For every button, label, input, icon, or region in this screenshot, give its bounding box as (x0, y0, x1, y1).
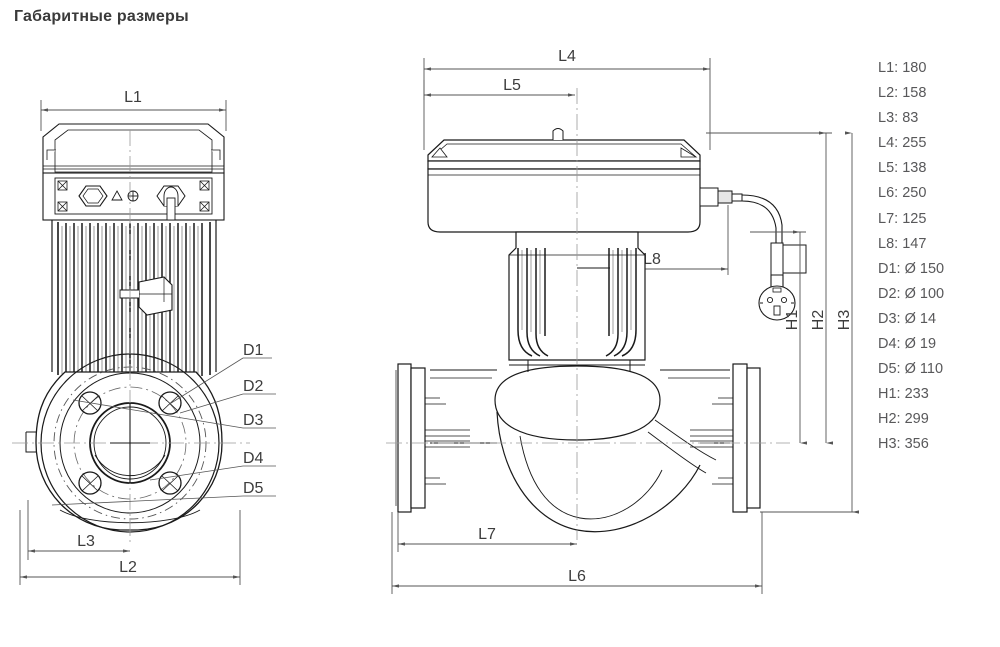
spec-value: 180 (902, 60, 927, 76)
dimension-L3 (27, 500, 130, 560)
spec-value: 83 (902, 110, 919, 127)
spec-row: L2: 158 (878, 81, 998, 106)
page-title: Габаритные размеры (14, 8, 189, 25)
flange-right (690, 363, 761, 513)
spec-row: D3: Ø 14 (878, 307, 998, 332)
specifications-list: L1: 180 L2: 158 L3: 83 L4: 255 L5: 138 L… (878, 56, 998, 458)
callout-label-D1: D1 (243, 342, 264, 359)
right-view-group: L4 L5 (386, 48, 860, 594)
dimension-label-H2: H2 (810, 310, 827, 331)
motor-cooling-fins (51, 220, 217, 383)
dimension-L1 (40, 100, 227, 131)
left-view-group: L1 (12, 89, 276, 585)
callout-label-D2: D2 (243, 378, 264, 395)
spec-value: 250 (902, 185, 927, 202)
spec-value: 299 (904, 411, 929, 428)
cable-gland-side (699, 187, 743, 207)
spec-row: L3: 83 (878, 106, 998, 131)
spec-key: L4: (878, 135, 899, 152)
callout-label-D5: D5 (243, 480, 264, 497)
centerlines-right (386, 88, 790, 540)
dimension-label-H3: H3 (836, 310, 853, 331)
spec-row: L8: 147 (878, 232, 998, 257)
spec-key: H3: (878, 436, 901, 453)
dimension-L2 (19, 510, 241, 585)
dimension-label-L2: L2 (119, 559, 137, 576)
spec-row: H1: 233 (878, 382, 998, 407)
spec-row: D5: Ø 110 (878, 357, 998, 382)
spec-key: H1: (878, 386, 901, 403)
spec-value: 255 (902, 135, 927, 152)
spec-value: 356 (904, 436, 929, 453)
junction-block (119, 276, 173, 316)
spec-value: Ø 14 (904, 310, 937, 327)
spec-key: L2: (878, 85, 899, 102)
spec-value: Ø 110 (904, 361, 944, 378)
spec-value: 125 (902, 210, 927, 227)
dimension-L4 (423, 58, 711, 150)
dimension-H3 (760, 131, 860, 514)
hex-nut-icon (78, 185, 108, 207)
power-cable (741, 194, 783, 245)
dimension-L6 (391, 512, 763, 594)
dimension-label-L4: L4 (558, 48, 576, 65)
cable-ferrite-block (770, 242, 807, 276)
spec-key: L6: (878, 185, 899, 202)
spec-row: D2: Ø 100 (878, 282, 998, 307)
spec-key: L3: (878, 110, 899, 127)
spec-value: 233 (904, 386, 929, 403)
spec-row: L6: 250 (878, 181, 998, 206)
flange-left (395, 363, 470, 513)
spec-value: Ø 19 (904, 336, 937, 353)
dimension-label-L7: L7 (478, 526, 496, 543)
dimension-label-L6: L6 (568, 568, 586, 585)
spec-value: Ø 150 (904, 260, 945, 277)
spec-row: H3: 356 (878, 432, 998, 457)
spec-row: D1: Ø 150 (878, 257, 998, 282)
spec-key: H2: (878, 411, 901, 428)
spec-value: 158 (902, 85, 927, 102)
spec-value: 147 (902, 235, 927, 252)
spec-row: L7: 125 (878, 207, 998, 232)
spec-key: L1: (878, 60, 899, 76)
dimension-L5 (423, 80, 575, 100)
dimension-H1 (750, 230, 808, 445)
terminal-box-side (427, 128, 701, 233)
spec-row: L5: 138 (878, 156, 998, 181)
spec-key: D2: (878, 285, 901, 302)
spec-key: D4: (878, 336, 901, 353)
spec-row: D4: Ø 19 (878, 332, 998, 357)
dimension-label-L8: L8 (643, 251, 661, 268)
dimension-label-L5: L5 (503, 77, 521, 94)
spec-key: L8: (878, 235, 899, 252)
pump-casing (430, 360, 730, 533)
cable-gland-icon (156, 185, 186, 221)
spec-key: D1: (878, 260, 901, 277)
dimension-label-H1: H1 (784, 310, 801, 331)
terminal-box-cover (42, 123, 225, 174)
terminal-box-faceplate (42, 172, 225, 221)
callout-leaders-D (51, 357, 276, 506)
spec-key: L5: (878, 160, 899, 177)
spec-key: L7: (878, 210, 899, 227)
dimension-label-L1: L1 (124, 89, 142, 106)
spec-row: L4: 255 (878, 131, 998, 156)
dimension-label-L3: L3 (77, 533, 95, 550)
dimension-L7 (397, 512, 577, 552)
warning-triangle-icon (111, 190, 123, 201)
spec-key: D5: (878, 361, 901, 378)
spec-key: D3: (878, 310, 901, 327)
ground-symbol-icon (127, 190, 139, 202)
callout-label-D4: D4 (243, 450, 264, 467)
callout-label-D3: D3 (243, 412, 264, 429)
spec-row: L1: 180 (878, 56, 998, 81)
spec-row: H2: 299 (878, 407, 998, 432)
dimension-H2 (706, 131, 834, 445)
spec-value: Ø 100 (904, 285, 945, 302)
spec-value: 138 (902, 160, 927, 177)
